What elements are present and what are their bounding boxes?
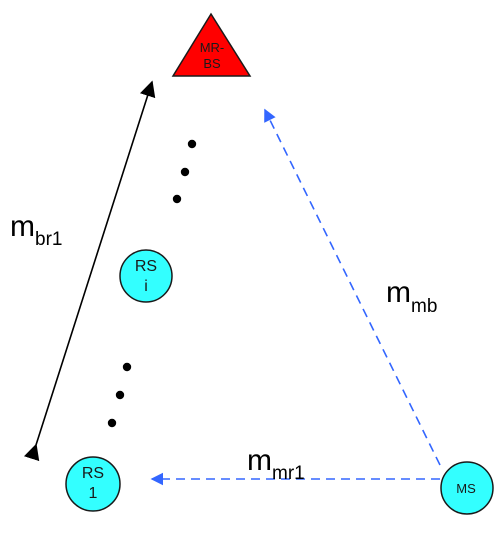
br1-label: mbr1: [10, 210, 62, 250]
mr-bs-triangle: [171, 12, 252, 77]
rs-i-label-line2: i: [144, 278, 148, 295]
rs-i-node: RS i: [119, 249, 173, 303]
ms-circle: [440, 461, 494, 515]
mb-label-sub: mb: [411, 296, 437, 317]
mb-label: mmb: [386, 276, 437, 317]
lower-ellipsis-dots: [107, 362, 132, 428]
rs-1-label-line1: RS: [82, 465, 104, 482]
upper-ellipsis-dots: [172, 139, 197, 204]
rs-i-label-line1: RS: [135, 258, 157, 275]
mr-bs-node: MR- BS: [171, 12, 252, 77]
mr-bs-label-line2: BS: [203, 56, 221, 71]
mr1-label-base: m: [247, 444, 272, 477]
mb-dashed-arrow: [264, 108, 441, 466]
rs-1-node: RS 1: [65, 456, 121, 512]
mb-label-base: m: [386, 276, 411, 309]
mr-bs-label-line1: MR-: [200, 40, 225, 55]
rs-1-circle: [65, 456, 121, 512]
ms-node: MS: [440, 461, 494, 515]
mr1-label: mmr1: [247, 444, 305, 484]
mr1-label-sub: mr1: [272, 463, 305, 484]
rs-1-label-line2: 1: [89, 485, 98, 502]
br1-label-sub: br1: [35, 229, 62, 250]
br1-label-base: m: [10, 210, 35, 243]
ms-label: MS: [456, 481, 476, 496]
br1-double-arrow: [23, 80, 156, 462]
rs-i-circle: [119, 249, 173, 303]
